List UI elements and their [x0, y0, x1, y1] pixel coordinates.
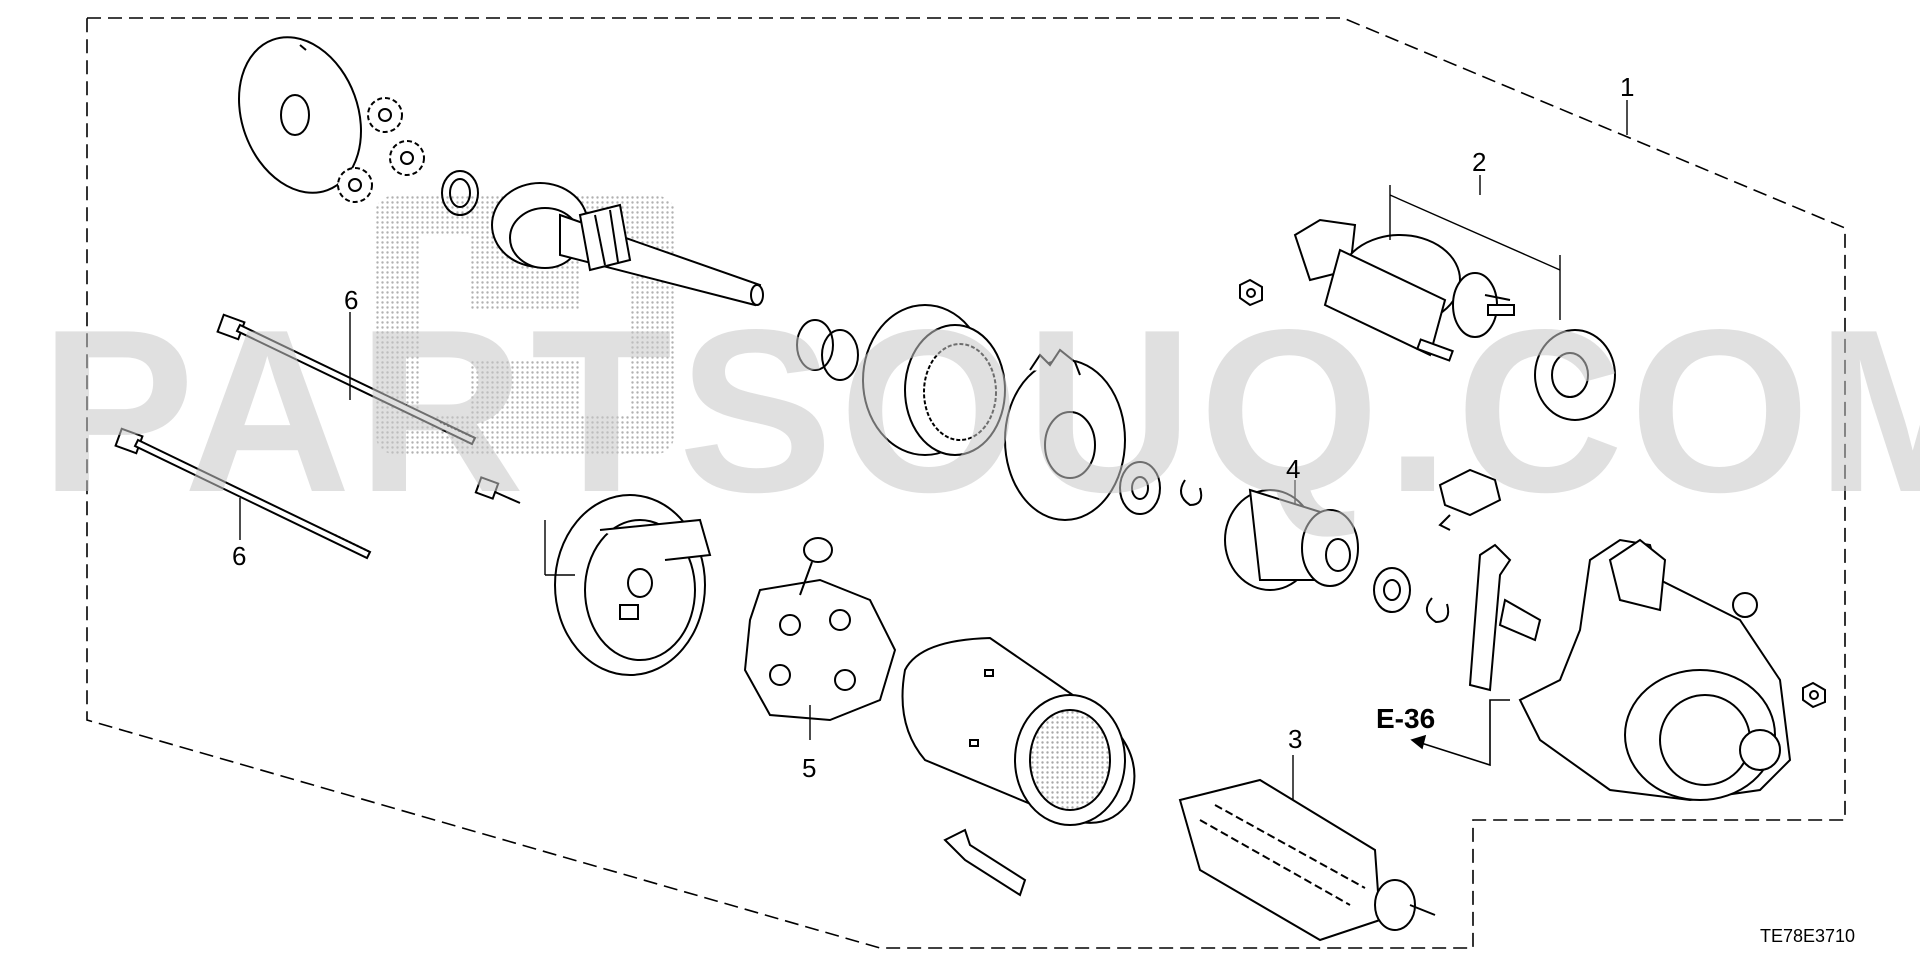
rear-cover	[554, 494, 712, 676]
callout-2-bracket	[1389, 175, 1561, 320]
callout-6-bracket	[544, 520, 575, 576]
brush-holder	[743, 537, 897, 722]
yoke	[901, 636, 1136, 826]
callout-1: 1	[1620, 72, 1635, 102]
thru-bolt-lower	[114, 427, 372, 560]
housing-plate	[1004, 348, 1126, 521]
leader-lines	[239, 100, 1628, 800]
solenoid	[1293, 218, 1515, 362]
callout-3: 3	[1288, 724, 1303, 754]
grommet	[943, 828, 1027, 897]
front-housing	[1518, 538, 1792, 802]
solenoid-nut	[1239, 278, 1263, 307]
callout-5: 5	[802, 753, 817, 783]
callout-6-lower: 6	[232, 541, 247, 571]
carrier-shaft	[491, 182, 764, 307]
washer-clip	[1119, 461, 1203, 515]
ring-washer	[441, 170, 479, 216]
planetary-gears	[337, 97, 425, 203]
solenoid-cap	[1534, 329, 1616, 421]
watermark-text: PARTSOUQ.COM	[40, 282, 1920, 541]
spring-washer	[796, 319, 859, 381]
internal-gear	[862, 304, 1006, 456]
assembly-boundary	[86, 17, 1846, 949]
callout-4: 4	[1286, 454, 1301, 484]
pinion-clutch	[1224, 488, 1359, 591]
thrust-washer	[238, 36, 362, 194]
drawing-code: TE78E3710	[1760, 926, 1856, 946]
callout-6-upper: 6	[344, 285, 359, 315]
armature	[1178, 778, 1436, 942]
reference-e36[interactable]: E-36	[1376, 703, 1436, 734]
housing-nut	[1802, 681, 1826, 709]
shift-lever	[1468, 543, 1542, 692]
lever-pad	[1438, 468, 1502, 531]
pinion-stop	[1373, 567, 1450, 624]
callout-2: 2	[1472, 147, 1487, 177]
cover-screw	[474, 476, 521, 504]
thru-bolt-upper	[216, 313, 477, 446]
e36-arrow	[1410, 699, 1510, 767]
